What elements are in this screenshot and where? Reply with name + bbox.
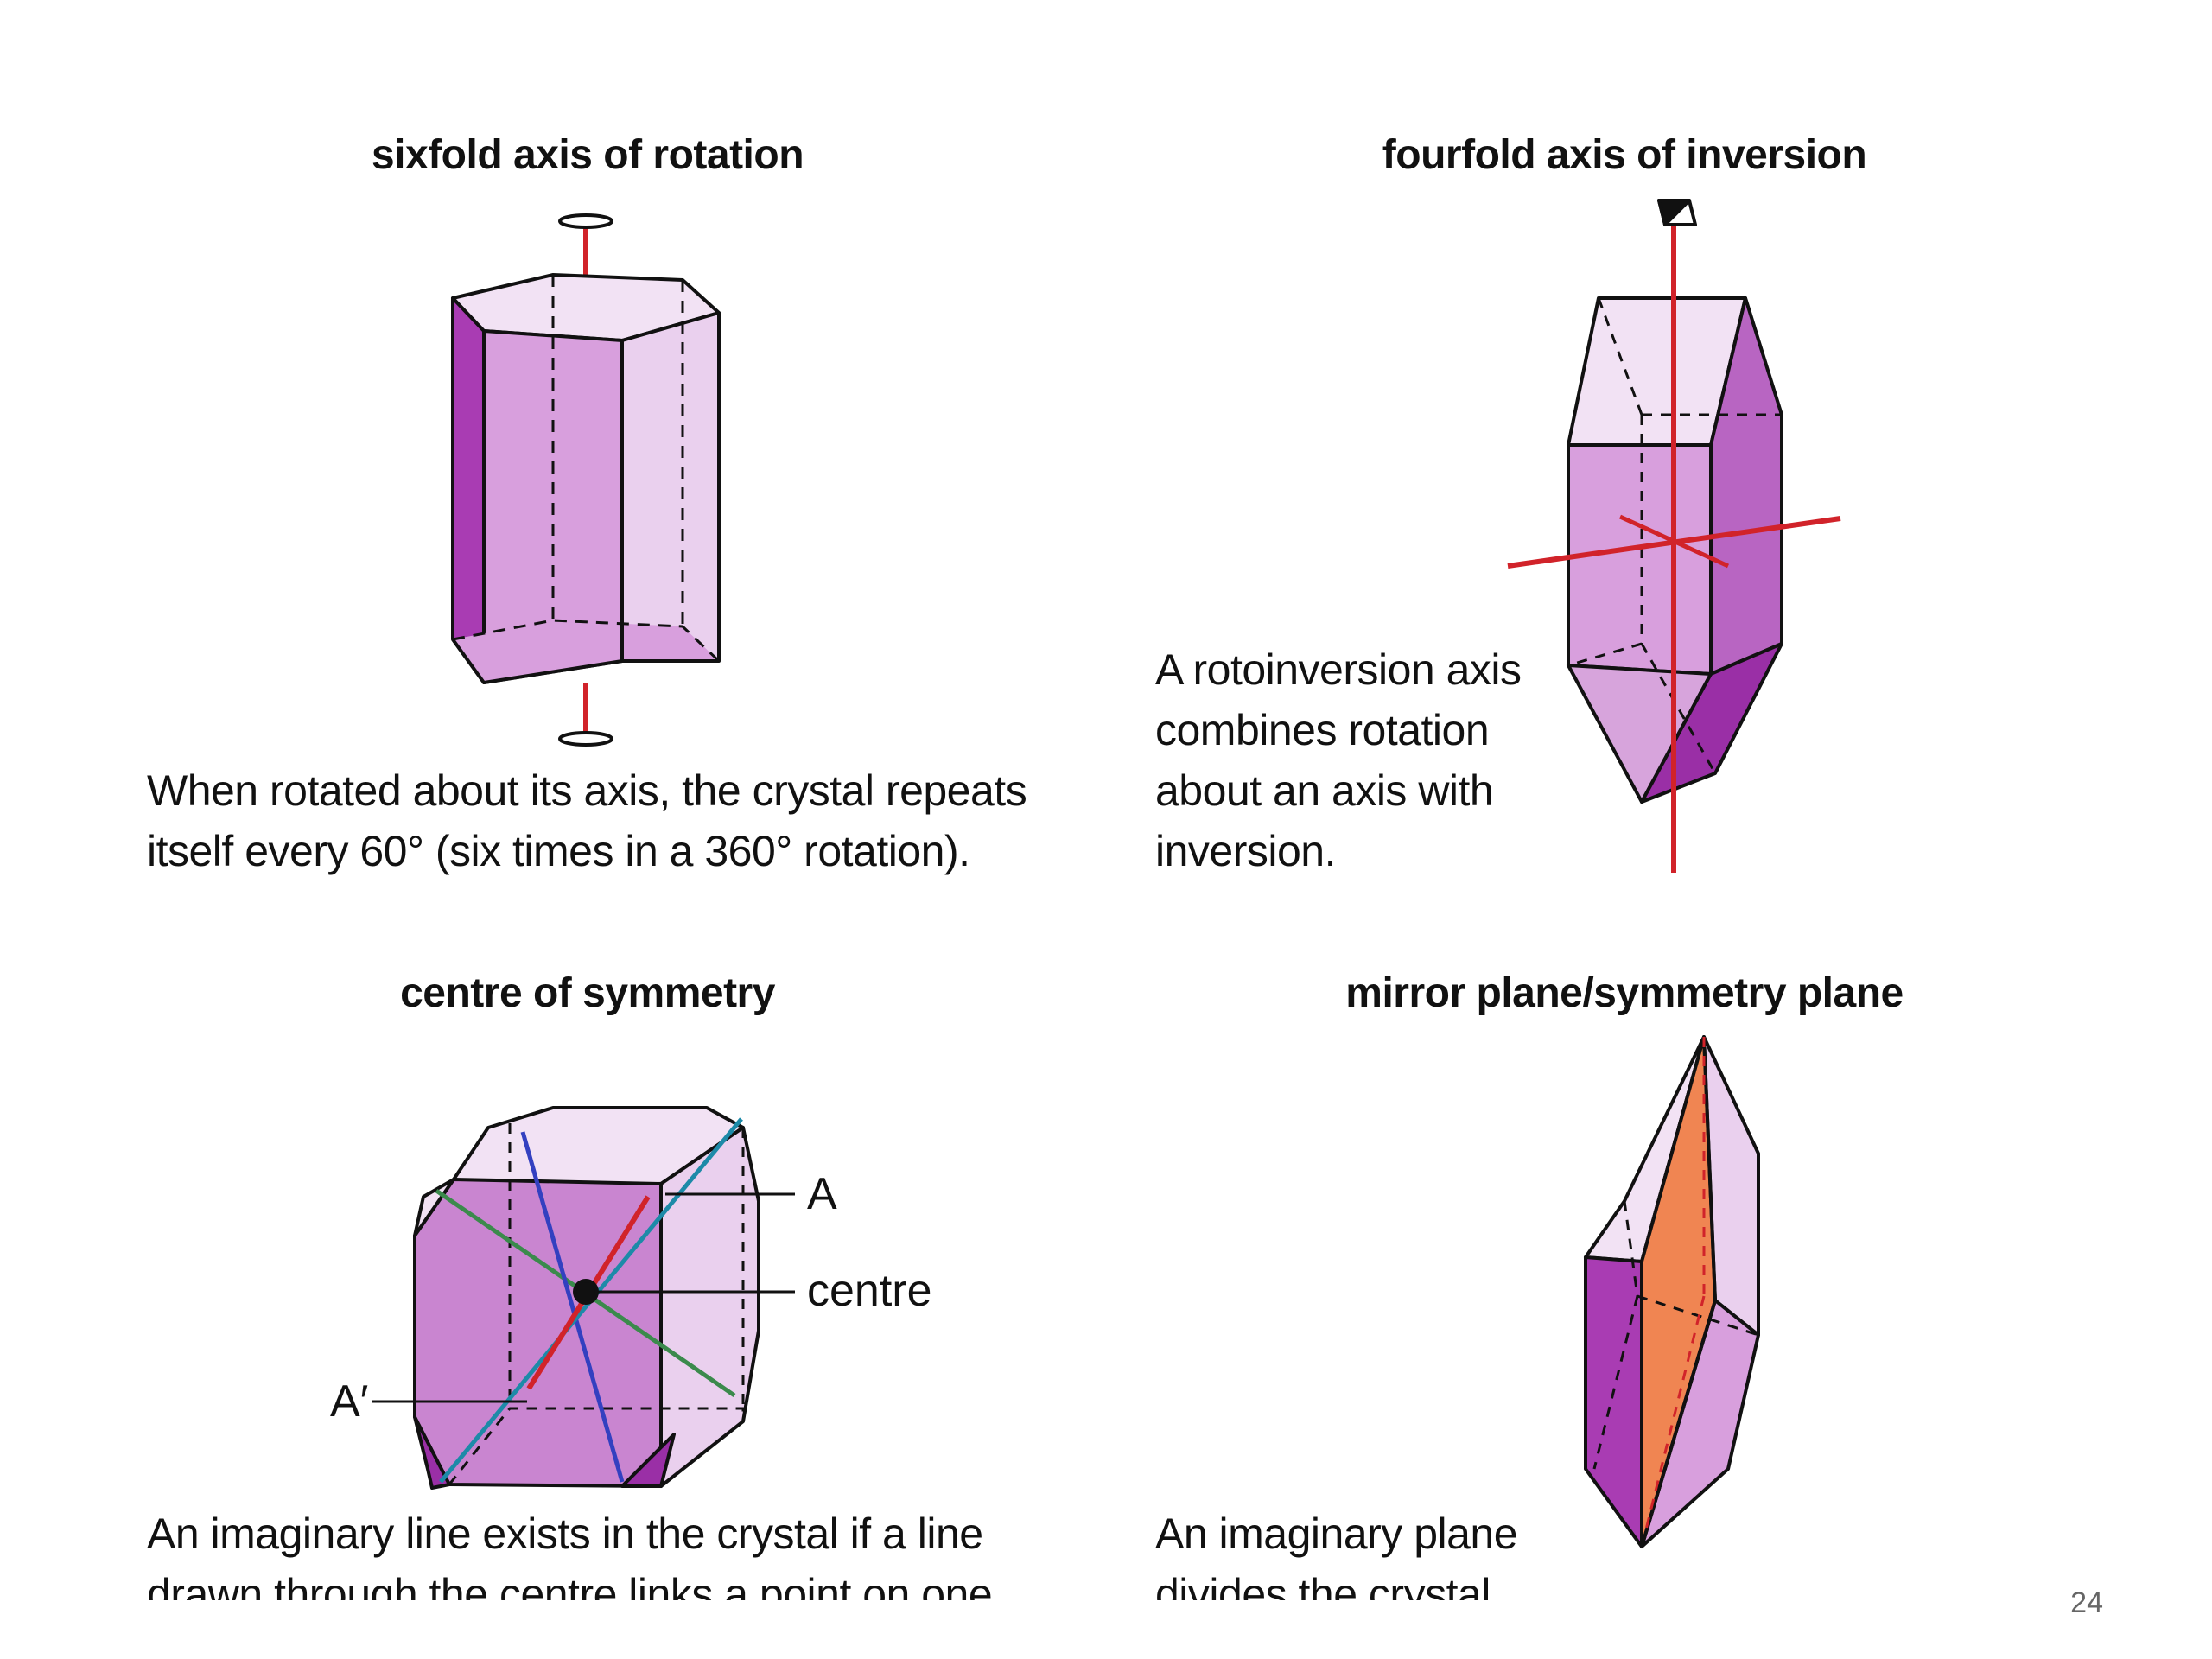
inclined-axis xyxy=(1618,514,1730,569)
label-a: A xyxy=(807,1169,837,1219)
label-a-prime: A′ xyxy=(330,1376,369,1427)
crystal-lower-right-face xyxy=(1640,642,1783,804)
label-centre: centre xyxy=(807,1266,932,1316)
sixfold-symbol-bottom xyxy=(558,731,613,747)
centre-line-1: An imaginary line exists in the crystal … xyxy=(147,1510,983,1558)
mirror-description: An imaginary plane divides the crystal xyxy=(1155,1503,1517,1600)
sixfold-line-1: When rotated about its axis, the crystal… xyxy=(147,766,1027,815)
cube-front-face xyxy=(413,1178,663,1488)
centre-point xyxy=(573,1279,599,1305)
prism-bottom-face xyxy=(453,620,719,683)
rotoinversion-crystal-figure xyxy=(1507,199,1841,873)
page-number: 24 xyxy=(2070,1586,2103,1619)
prism-left-face xyxy=(451,296,486,684)
fourfold-line-4: inversion. xyxy=(1155,827,1336,875)
mirror-plane-crystal-figure xyxy=(1584,1035,1760,1548)
crystal-front-face xyxy=(1567,443,1713,676)
crystal-lower-left-face xyxy=(1584,1255,1643,1548)
prism-right-face xyxy=(620,311,721,663)
mirror-line-2: divides the crystal xyxy=(1155,1570,1491,1600)
mirror-title: mirror plane/symmetry plane xyxy=(1345,970,1904,1016)
fourfold-line-3: about an axis with xyxy=(1155,766,1494,815)
sixfold-line-2: itself every 60° (six times in a 360° ro… xyxy=(147,827,970,875)
fourfold-description: A rotoinversion axis combines rotation a… xyxy=(1155,639,1522,881)
fourfold-title: fourfold axis of inversion xyxy=(1382,132,1867,178)
centre-title: centre of symmetry xyxy=(400,970,775,1016)
sixfold-description: When rotated about its axis, the crystal… xyxy=(147,760,1027,881)
mirror-line-1: An imaginary plane xyxy=(1155,1510,1518,1558)
fourfold-line-1: A rotoinversion axis xyxy=(1155,645,1522,694)
sixfold-title: sixfold axis of rotation xyxy=(371,132,804,178)
centre-description: An imaginary line exists in the crystal … xyxy=(147,1503,992,1600)
sixfold-symbol-top xyxy=(558,213,613,229)
hexagonal-prism-figure xyxy=(451,213,721,747)
centre-line-2: drawn through the centre links a point o… xyxy=(147,1570,993,1600)
centre-symmetry-crystal-figure xyxy=(372,1106,795,1490)
fourfold-line-2: combines rotation xyxy=(1155,706,1490,754)
blue-symmetry-line xyxy=(520,1131,625,1483)
